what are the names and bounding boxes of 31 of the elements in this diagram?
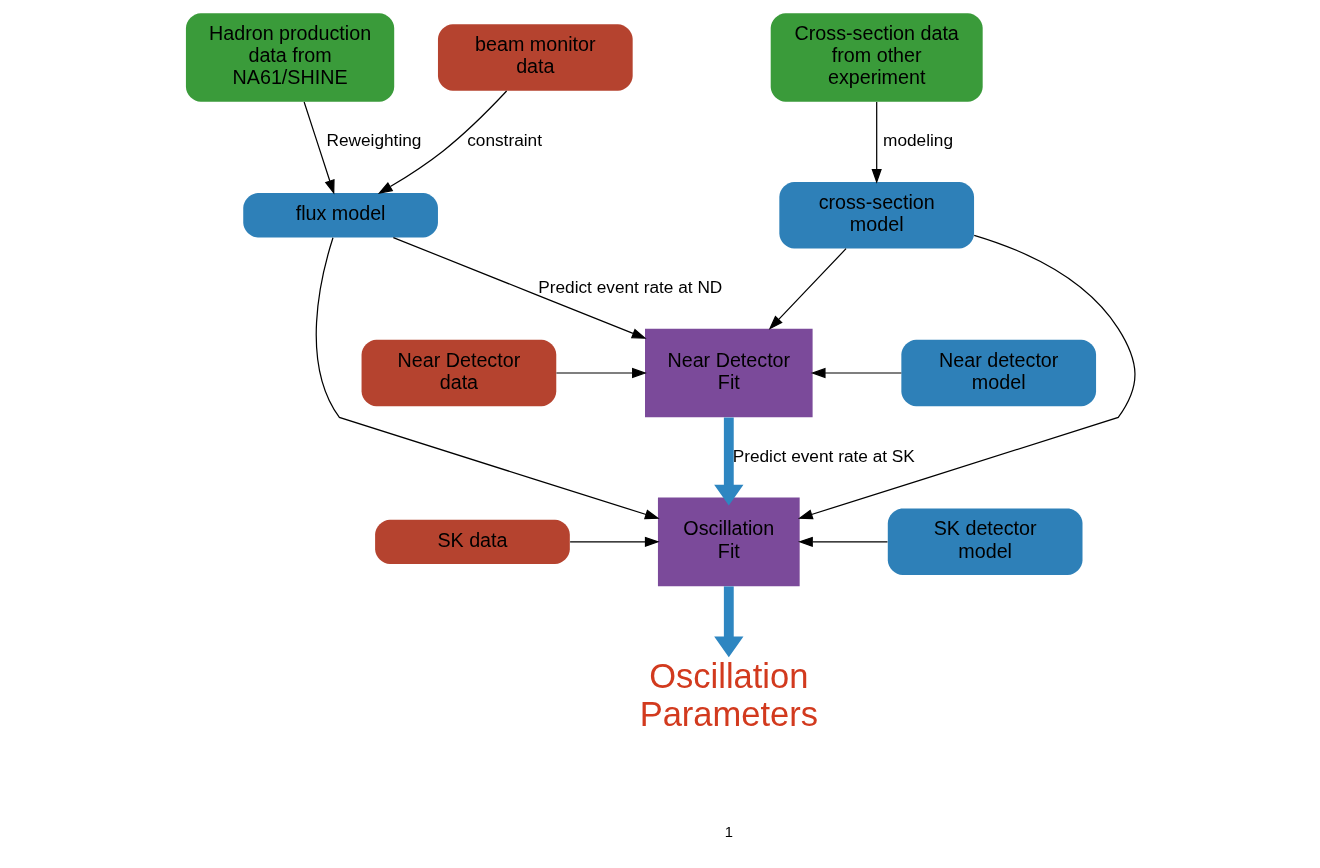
arrow bbox=[810, 367, 902, 379]
arrow bbox=[303, 101, 335, 195]
arrow bbox=[315, 237, 660, 520]
node-box: SK data bbox=[374, 519, 570, 564]
node-box: beam monitor data bbox=[437, 24, 633, 91]
arrow bbox=[392, 236, 647, 339]
node-box: Cross-section data from other experiment bbox=[770, 13, 983, 102]
node-box: Near detector model bbox=[900, 339, 1096, 407]
arrow bbox=[871, 101, 882, 184]
arrow bbox=[797, 536, 888, 547]
label: 1 bbox=[724, 823, 733, 840]
node-box: SK detector model bbox=[887, 508, 1082, 576]
edge-label: Predict event rate at ND bbox=[537, 277, 722, 298]
arrow bbox=[713, 586, 743, 658]
arrow bbox=[569, 536, 660, 547]
edge-label: Predict event rate at SK bbox=[732, 445, 915, 466]
arrow bbox=[797, 234, 1136, 520]
edge-label: modeling bbox=[882, 130, 953, 151]
arrow bbox=[555, 367, 647, 379]
node-box: cross-section model bbox=[778, 181, 974, 249]
arrow bbox=[377, 90, 507, 194]
arrow bbox=[713, 417, 743, 506]
node-box: Near Detector data bbox=[361, 339, 556, 407]
edge-label: Reweighting bbox=[325, 130, 421, 151]
arrow bbox=[768, 248, 847, 330]
node-box: Oscillation Fit bbox=[657, 497, 800, 587]
edge-label: constraint bbox=[466, 130, 542, 151]
node-box: Near Detector Fit bbox=[644, 328, 813, 418]
node-box: flux model bbox=[242, 193, 438, 238]
node-box: Hadron production data from NA61/SHINE bbox=[185, 13, 394, 102]
node-text: Oscillation Parameters bbox=[639, 656, 818, 733]
